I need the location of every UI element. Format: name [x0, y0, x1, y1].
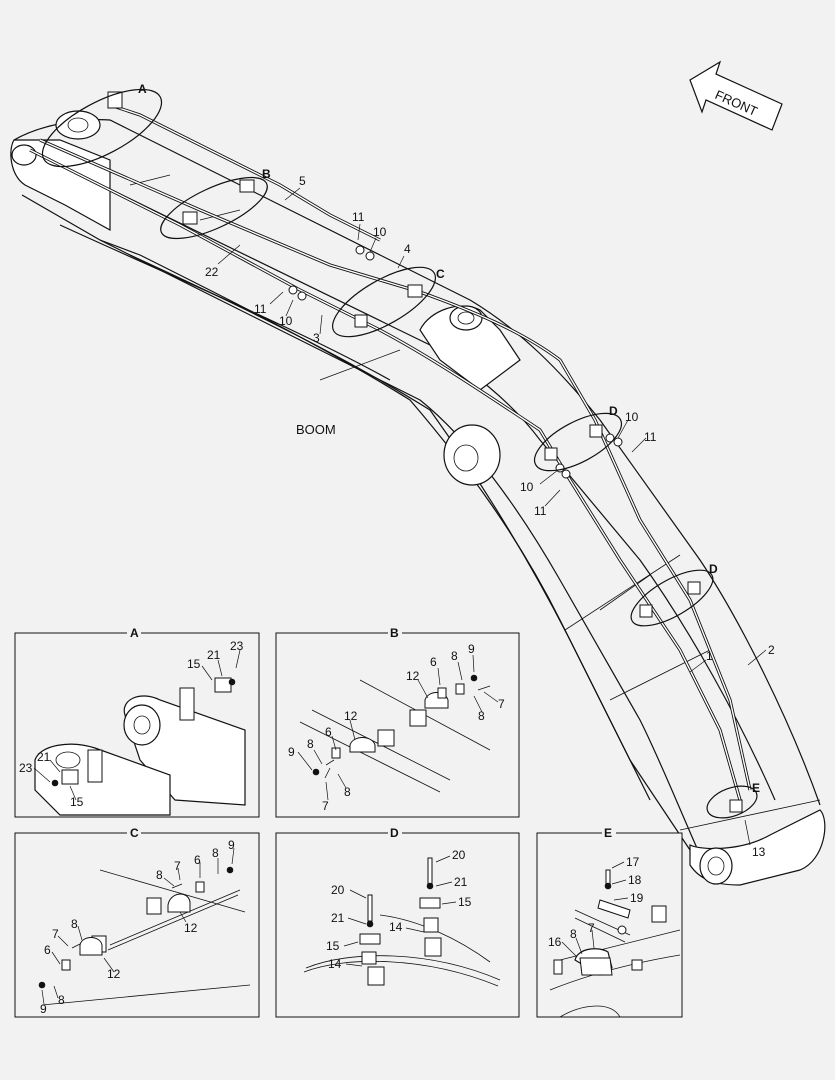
- e-callout-17: 17: [626, 855, 640, 869]
- callout-4: 4: [404, 242, 411, 256]
- d-callout-15-bot: 15: [326, 939, 340, 953]
- c-callout-12-top: 12: [184, 921, 198, 935]
- callout-11a: 11: [352, 210, 365, 224]
- callout-11c: 11: [644, 430, 657, 444]
- c-callout-8-top: 8: [212, 846, 219, 860]
- b-callout-12-top: 12: [406, 669, 420, 683]
- a-callout-21-top: 21: [207, 648, 221, 662]
- callout-13: 13: [752, 845, 766, 859]
- callout-10c: 10: [625, 410, 639, 424]
- detail-panel-b: B 9 8 6 12 7 8 12 6 8 9: [275, 626, 520, 818]
- d-callout-14-bot: 14: [328, 957, 342, 971]
- detail-panel-c: C 9 8 7 6 8 12 7 8 6 12 8: [14, 826, 260, 1018]
- e-callout-19: 19: [630, 891, 644, 905]
- c-callout-9-bot: 9: [40, 1002, 47, 1016]
- b-callout-8-top: 8: [451, 649, 458, 663]
- b-callout-9-top: 9: [468, 642, 475, 656]
- callout-11b: 11: [254, 302, 267, 316]
- detail-b-title: B: [390, 626, 399, 640]
- b-callout-7-bot: 7: [322, 799, 329, 813]
- c-callout-12-bot: 12: [107, 967, 121, 981]
- b-callout-9-bot: 9: [288, 745, 295, 759]
- b-callout-7-top: 7: [498, 697, 505, 711]
- detail-panel-a: A 23 21 15 21 23 15: [14, 626, 260, 818]
- d-callout-14-top: 14: [389, 920, 403, 934]
- d-callout-20-bot: 20: [331, 883, 345, 897]
- b-callout-6-bot: 6: [325, 725, 332, 739]
- callout-22: 22: [205, 265, 219, 279]
- b-callout-8-left: 8: [307, 737, 314, 751]
- a-callout-15-top: 15: [187, 657, 201, 671]
- callout-10d: 10: [520, 480, 534, 494]
- c-callout-8-left: 8: [71, 917, 78, 931]
- marker-e: E: [752, 781, 760, 795]
- detail-d-title: D: [390, 826, 399, 840]
- callout-2: 2: [768, 643, 775, 657]
- callout-10a: 10: [373, 225, 387, 239]
- a-callout-23-bot: 23: [19, 761, 33, 775]
- c-callout-8-mid: 8: [156, 868, 163, 882]
- a-callout-21-bot: 21: [37, 750, 51, 764]
- c-callout-6-bot: 6: [44, 943, 51, 957]
- c-callout-8-bot: 8: [58, 993, 65, 1007]
- b-callout-8-right: 8: [478, 709, 485, 723]
- a-callout-23-top: 23: [230, 639, 244, 653]
- detail-panel-e: E 17 18 19 16 8 7: [536, 826, 683, 1018]
- b-callout-6-top: 6: [430, 655, 437, 669]
- a-callout-15-bot: 15: [70, 795, 84, 809]
- callout-3: 3: [313, 331, 320, 345]
- e-callout-16: 16: [548, 935, 562, 949]
- detail-panel-d: D 20 21 15 20 21 14 15 14: [275, 826, 520, 1018]
- marker-d1: D: [609, 404, 618, 418]
- b-callout-12-bot: 12: [344, 709, 358, 723]
- c-callout-7-top: 7: [174, 859, 181, 873]
- callout-1: 1: [706, 649, 713, 663]
- marker-b: B: [262, 167, 271, 181]
- callout-10b: 10: [279, 314, 293, 328]
- c-callout-7-bot: 7: [52, 927, 59, 941]
- marker-a: A: [138, 82, 147, 96]
- d-callout-20-top: 20: [452, 848, 466, 862]
- marker-c: C: [436, 267, 445, 281]
- b-callout-8-bot: 8: [344, 785, 351, 799]
- c-callout-6-top: 6: [194, 853, 201, 867]
- detail-e-title: E: [604, 826, 612, 840]
- boom-illustration: BOOM A B C D D E 5 11 10 4 22 11 10 3 10…: [10, 82, 826, 886]
- boom-label: BOOM: [296, 422, 336, 437]
- detail-c-title: C: [130, 826, 139, 840]
- detail-a-title: A: [130, 626, 139, 640]
- d-callout-21-bot: 21: [331, 911, 345, 925]
- callout-11d: 11: [534, 504, 547, 518]
- e-callout-18: 18: [628, 873, 642, 887]
- callout-5: 5: [299, 174, 306, 188]
- e-callout-8: 8: [570, 927, 577, 941]
- marker-d2: D: [709, 562, 718, 576]
- c-callout-9-top: 9: [228, 838, 235, 852]
- d-callout-15-top: 15: [458, 895, 472, 909]
- d-callout-21-top: 21: [454, 875, 468, 889]
- front-arrow: FRONT: [689, 60, 783, 131]
- e-callout-7: 7: [588, 921, 595, 935]
